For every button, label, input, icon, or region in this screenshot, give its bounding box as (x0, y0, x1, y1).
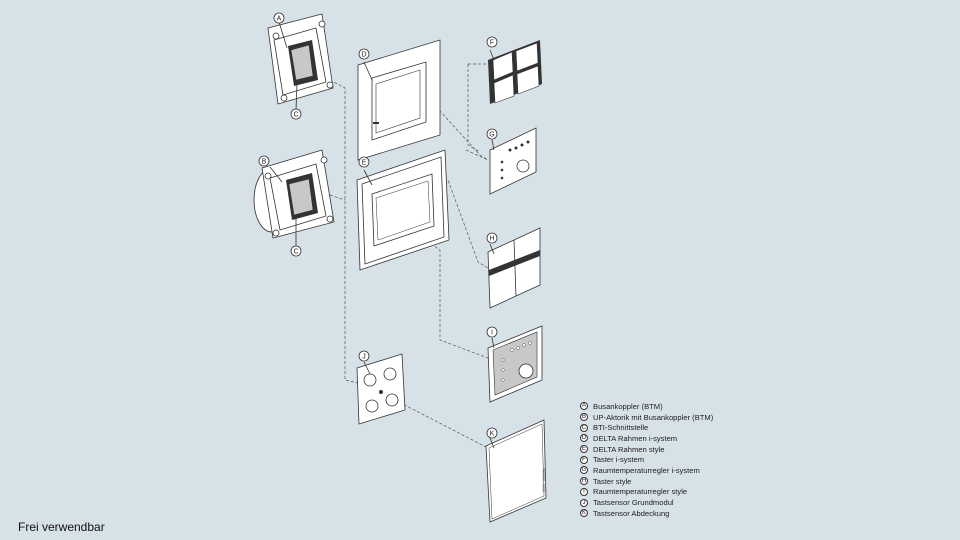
svg-text:K: K (490, 431, 495, 438)
callout-g: G (486, 128, 498, 140)
legend-text: BTI-Schnittstelle (593, 423, 649, 433)
svg-text:D: D (361, 52, 366, 59)
document-code: IC22_01088b (541, 467, 546, 492)
footer-classification: Frei verwendbar (18, 520, 105, 534)
svg-text:F: F (490, 40, 494, 47)
svg-text:E: E (362, 160, 367, 167)
legend-text: Taster i-system (593, 455, 645, 465)
part-h-pushbutton-style (487, 227, 541, 309)
legend-item: C BTI-Schnittstelle (580, 422, 713, 433)
legend-item: I Raumtemperaturregler style (580, 487, 713, 498)
legend-letter: F (580, 455, 588, 464)
legend-item: A Busankoppler (BTM) (580, 401, 713, 412)
svg-text:C: C (293, 249, 298, 256)
legend-text: Raumtemperaturregler i-system (593, 465, 700, 475)
callout-e: E (358, 156, 370, 168)
legend-letter: C (580, 423, 588, 432)
legend-text: DELTA Rahmen i-system (593, 433, 678, 443)
legend-letter: K (580, 509, 588, 518)
legend: A Busankoppler (BTM) B UP-Aktorik mit Busa… (580, 401, 713, 519)
legend-text: Tastsensor Grundmodul (593, 498, 674, 508)
svg-text:A: A (277, 16, 282, 23)
legend-item: B UP-Aktorik mit Busankoppler (BTM) (580, 412, 713, 423)
callout-i: I (486, 326, 498, 338)
legend-letter: I (580, 487, 588, 496)
part-i-thermostat-style (487, 325, 543, 403)
callout-h: H (486, 232, 498, 244)
legend-text: Busankoppler (BTM) (593, 401, 663, 411)
svg-text:C: C (293, 112, 298, 119)
legend-text: Tastsensor Abdeckung (593, 508, 670, 518)
connection-lines (329, 63, 489, 449)
legend-item: H Taster style (580, 476, 713, 487)
legend-letter: J (580, 498, 588, 507)
legend-text: DELTA Rahmen style (593, 444, 665, 454)
svg-text:B: B (262, 159, 267, 166)
svg-text:G: G (489, 132, 494, 139)
svg-text:I: I (491, 330, 493, 337)
callout-a: A (273, 12, 285, 24)
svg-text:J: J (362, 354, 366, 361)
callout-j: J (358, 350, 370, 362)
part-e-frame-style (356, 149, 450, 271)
legend-text: Raumtemperaturregler style (593, 487, 688, 497)
part-b-actuator (253, 149, 335, 246)
legend-item: K Tastsensor Abdeckung (580, 508, 713, 519)
legend-letter: E (580, 445, 588, 454)
svg-text:H: H (489, 236, 494, 243)
legend-text: Taster style (593, 476, 632, 486)
part-j-sensor-base (356, 353, 406, 425)
part-k-sensor-cover (485, 419, 547, 523)
callout-c-bottom: C (290, 245, 302, 257)
callout-k: K (486, 427, 498, 439)
callout-d: D (358, 48, 370, 60)
legend-letter: B (580, 413, 588, 422)
legend-item: G Raumtemperaturregler i-system (580, 465, 713, 476)
legend-letter: H (580, 477, 588, 486)
callout-c-top: C (290, 108, 302, 120)
legend-item: F Taster i-system (580, 454, 713, 465)
legend-text: UP-Aktorik mit Busankoppler (BTM) (593, 412, 714, 422)
legend-letter: A (580, 402, 588, 411)
legend-letter: D (580, 434, 588, 443)
legend-item: D DELTA Rahmen i-system (580, 433, 713, 444)
callout-b: B (258, 155, 270, 167)
part-g-thermostat-i-system (489, 127, 537, 195)
part-d-frame-i-system (357, 39, 441, 161)
part-a-bus-coupler (267, 13, 334, 111)
legend-item: E DELTA Rahmen style (580, 444, 713, 455)
callout-f: F (486, 36, 498, 48)
legend-item: J Tastsensor Grundmodul (580, 497, 713, 508)
legend-letter: G (580, 466, 588, 475)
part-f-pushbutton-i-system (488, 40, 542, 104)
